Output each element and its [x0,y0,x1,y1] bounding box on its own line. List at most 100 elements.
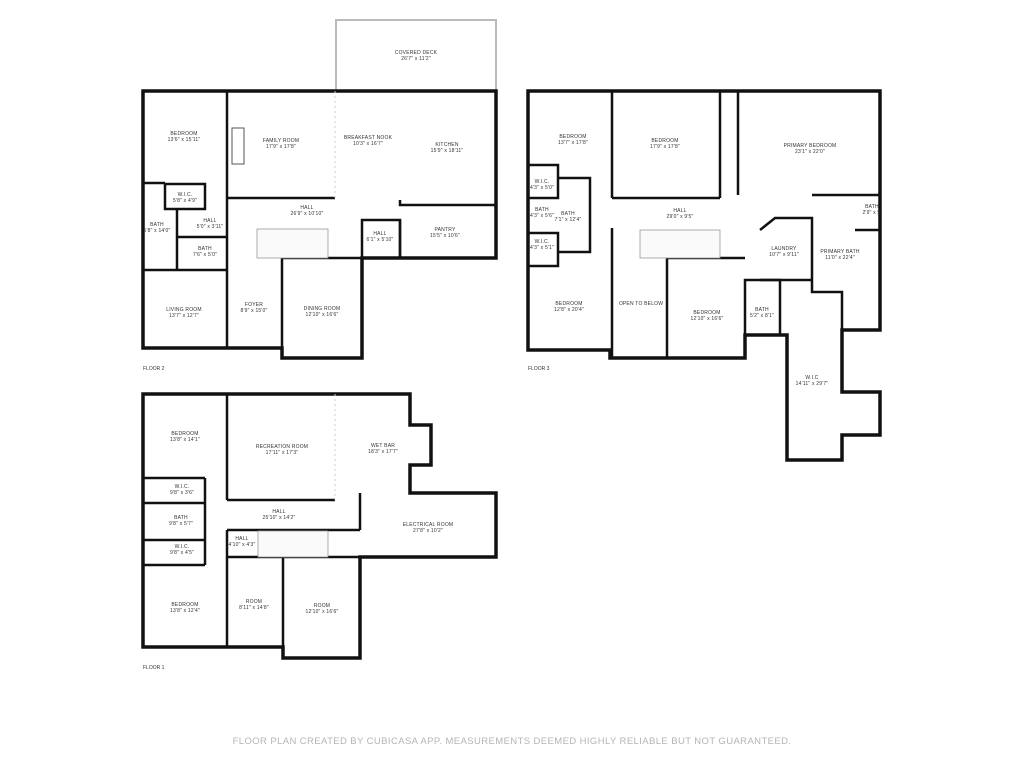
room-dimensions: 13'8" x 14'1" [170,437,200,443]
room-name: BATH [865,204,879,210]
room-name: BATH [198,246,212,252]
room-dimensions: 15'5" x 10'6" [430,233,460,239]
room-name: PRIMARY BEDROOM [784,143,837,149]
room-label: W.I.C.9'8" x 3'6" [170,484,194,496]
staircase [257,530,329,558]
room-name: W.I.C. [175,544,190,550]
room-label: W.I.C.4'3" x 5'0" [530,179,554,191]
room-dimensions: 18'3" x 17'7" [368,449,398,455]
room-name: PRIMARY BATH [820,249,860,255]
room-name: HALL [373,231,386,237]
room-name: ELECTRICAL ROOM [403,522,454,528]
room-dimensions: 5'0" x 3'11" [197,224,224,230]
room-label: W.I.C.5'8" x 4'9" [173,192,197,204]
room-dimensions: 23'1" x 22'0" [795,149,825,155]
room-dimensions: 4'3" x 5'6" [530,213,554,219]
room-label: W.I.C.9'8" x 4'5" [170,544,194,556]
room-dimensions: 13'8" x 12'4" [170,608,200,614]
room-name: WET BAR [371,443,395,449]
room-dimensions: 4'10" x 4'3" [228,542,255,548]
room-name: W.I.C [805,375,818,381]
room-dimensions: 10'3" x 16'7" [353,141,383,147]
room-dimensions: 12'10" x 16'6" [305,609,338,615]
room-name: ROOM [246,599,262,605]
room-name: LIVING ROOM [166,307,202,313]
room-name: BEDROOM [555,301,582,307]
room-name: BREAKFAST NOOK [344,135,393,141]
room-name: W.I.C. [535,239,550,245]
room-name: BEDROOM [170,131,197,137]
room-dimensions: 13'6" x 15'11" [168,137,201,143]
room-dimensions: 8'9" x 15'0" [240,308,267,314]
room-dimensions: 27'8" x 10'2" [413,528,443,534]
room-name: KITCHEN [435,142,459,148]
room-name: BEDROOM [559,134,586,140]
room-dimensions: 4'3" x 5'1" [530,245,554,251]
room-dimensions: 26'9" x 10'10" [290,211,323,217]
room-name: HALL [300,205,313,211]
room-dimensions: 9'8" x 5'7" [169,521,193,527]
room-dimensions: 17'9" x 17'8" [650,144,680,150]
room-name: BEDROOM [693,310,720,316]
room-dimensions: 11'0" x 22'4" [825,255,855,261]
room-name: ROOM [314,603,330,609]
room-name: HALL [203,218,216,224]
room-dimensions: 8'11" x 14'8" [239,605,269,611]
room-dimensions: 14'11" x 29'7" [796,381,829,387]
room-name: FOYER [245,302,263,308]
room-dimensions: 13'7" x 12'7" [169,313,199,319]
room-dimensions: 15'9" x 18'11" [431,148,464,154]
room-name: RECREATION ROOM [256,444,308,450]
floor-1-label: FLOOR 1 [143,665,165,671]
staircase [639,229,721,259]
room-dimensions: 2'9" x 5' [862,210,881,216]
room-name: BEDROOM [171,431,198,437]
room-name: BEDROOM [171,602,198,608]
room-name: W.I.C. [178,192,193,198]
staircase [256,228,329,259]
room-name: LAUNDRY [771,246,797,252]
room-dimensions: 4'3" x 5'0" [530,185,554,191]
room-dimensions: 25'10" x 14'2" [262,515,295,521]
disclaimer-footer: FLOOR PLAN CREATED BY CUBICASA APP. MEAS… [232,736,792,747]
floor-3-plan [526,89,882,462]
floor-3-label: FLOOR 3 [528,366,550,372]
room-name: W.I.C. [535,179,550,185]
room-dimensions: 26'7" x 11'2" [401,56,431,62]
floor-2-plan [141,19,498,360]
room-dimensions: 10'7" x 9'11" [769,252,799,258]
room-dimensions: 12'10" x 16'6" [305,312,338,318]
room-dimensions: 7'1" x 12'4" [554,217,581,223]
floor-2-exterior-walls [141,89,498,360]
floor-3-exterior-walls [526,89,882,462]
room-name: BATH [535,207,549,213]
